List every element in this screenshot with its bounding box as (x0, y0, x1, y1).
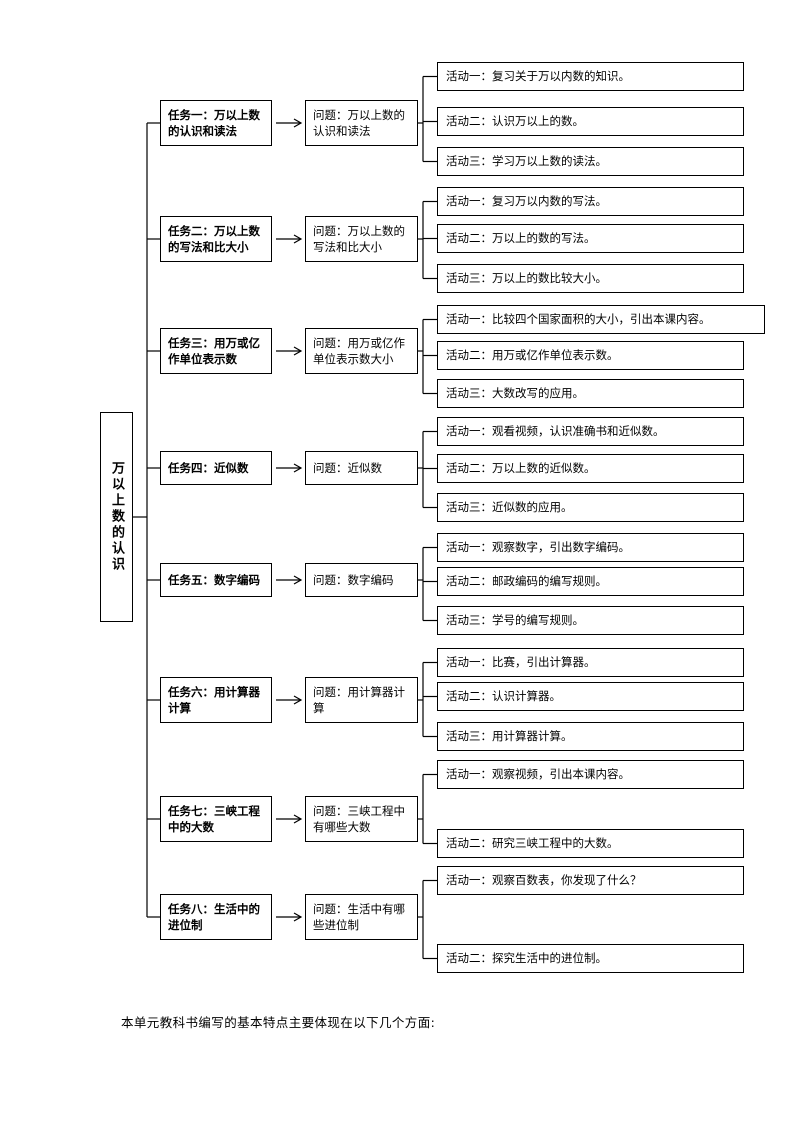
task-box-7: 任务七：三峡工程中的大数 (160, 796, 272, 842)
problem-box-1: 问题：万以上数的认识和读法 (305, 100, 418, 146)
activity-box-2-2: 活动二：万以上的数的写法。 (437, 224, 744, 253)
problem-box-7: 问题：三峡工程中有哪些大数 (305, 796, 418, 842)
problem-box-8: 问题：生活中有哪些进位制 (305, 894, 418, 940)
problem-box-3: 问题：用万或亿作单位表示数大小 (305, 328, 418, 374)
task-box-3: 任务三：用万或亿作单位表示数 (160, 328, 272, 374)
activity-box-7-2: 活动二：研究三峡工程中的大数。 (437, 829, 744, 858)
activity-box-5-2: 活动二：邮政编码的编写规则。 (437, 567, 744, 596)
activity-box-6-1: 活动一：比赛，引出计算器。 (437, 648, 744, 677)
task-box-2: 任务二：万以上数的写法和比大小 (160, 216, 272, 262)
task-box-8: 任务八：生活中的进位制 (160, 894, 272, 940)
unit-structure-diagram: 万以上数的认识 任务一：万以上数的认识和读法问题：万以上数的认识和读法活动一：复… (100, 62, 765, 973)
activity-box-5-1: 活动一：观察数字，引出数字编码。 (437, 533, 744, 562)
problem-box-6: 问题：用计算器计算 (305, 677, 418, 723)
activity-box-4-1: 活动一：观看视频，认识准确书和近似数。 (437, 417, 744, 446)
activity-box-8-2: 活动二：探究生活中的进位制。 (437, 944, 744, 973)
task-box-1: 任务一：万以上数的认识和读法 (160, 100, 272, 146)
activity-box-1-1: 活动一：复习关于万以内数的知识。 (437, 62, 744, 91)
activity-box-3-2: 活动二：用万或亿作单位表示数。 (437, 341, 744, 370)
task-box-6: 任务六：用计算器计算 (160, 677, 272, 723)
activity-box-6-3: 活动三：用计算器计算。 (437, 722, 744, 751)
activity-box-2-1: 活动一：复习万以内数的写法。 (437, 187, 744, 216)
problem-box-2: 问题：万以上数的写法和比大小 (305, 216, 418, 262)
activity-box-4-3: 活动三：近似数的应用。 (437, 493, 744, 522)
task-box-5: 任务五：数字编码 (160, 563, 272, 597)
activity-box-1-3: 活动三：学习万以上数的读法。 (437, 147, 744, 176)
problem-box-4: 问题：近似数 (305, 451, 418, 485)
activity-box-7-1: 活动一：观察视频，引出本课内容。 (437, 760, 744, 789)
root-node: 万以上数的认识 (100, 412, 133, 622)
page-caption: 本单元教科书编写的基本特点主要体现在以下几个方面: (121, 1015, 436, 1030)
activity-box-3-3: 活动三：大数改写的应用。 (437, 379, 744, 408)
problem-box-5: 问题：数字编码 (305, 563, 418, 597)
activity-box-6-2: 活动二：认识计算器。 (437, 682, 744, 711)
task-box-4: 任务四：近似数 (160, 451, 272, 485)
activity-box-3-1: 活动一：比较四个国家面积的大小，引出本课内容。 (437, 305, 765, 334)
activity-box-2-3: 活动三：万以上的数比较大小。 (437, 264, 744, 293)
activity-box-5-3: 活动三：学号的编写规则。 (437, 606, 744, 635)
activity-box-8-1: 活动一：观察百数表，你发现了什么？ (437, 866, 744, 895)
activity-box-4-2: 活动二：万以上数的近似数。 (437, 454, 744, 483)
activity-box-1-2: 活动二：认识万以上的数。 (437, 107, 744, 136)
